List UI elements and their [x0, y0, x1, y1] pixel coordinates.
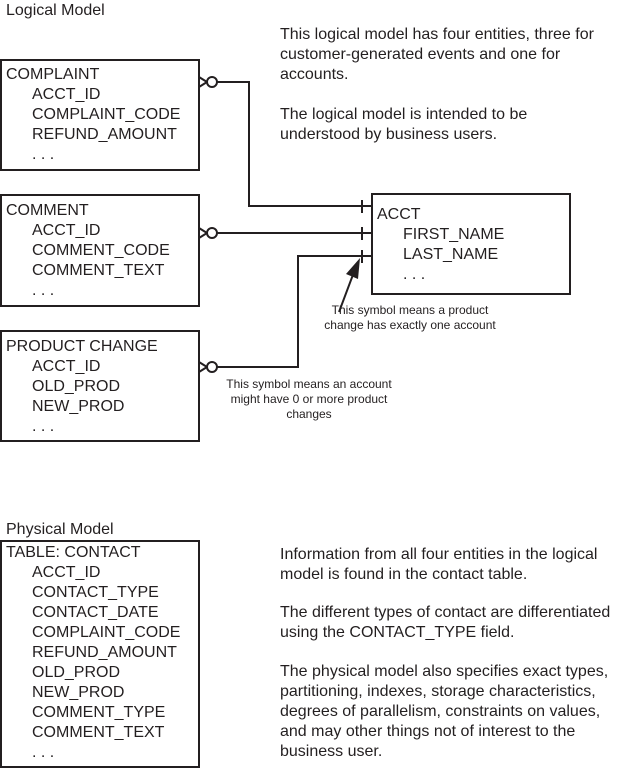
annotation-exactly-one: This symbol means a product change has e…	[324, 303, 496, 332]
entity-attribute: OLD_PROD	[32, 378, 121, 395]
logical-description-2: The logical model is intended to be unde…	[280, 106, 528, 143]
table-column: ACCT_ID	[32, 564, 101, 581]
relationship-comment-acct	[198, 227, 372, 240]
table-column: COMMENT_TEXT	[32, 724, 165, 741]
entity-attribute: COMMENT_CODE	[32, 242, 170, 259]
entity-complaint: COMPLAINT ACCT_ID COMPLAINT_CODE REFUND_…	[0, 59, 200, 171]
crow-foot-icon	[198, 76, 208, 83]
entity-comment: COMMENT ACCT_ID COMMENT_CODE COMMENT_TEX…	[0, 194, 200, 307]
entity-attribute-ellipsis: . . .	[403, 266, 426, 283]
table-column: NEW_PROD	[32, 684, 125, 701]
table-name: TABLE: CONTACT	[6, 544, 141, 561]
physical-description-1: Information from all four entities in th…	[280, 546, 598, 583]
table-column: OLD_PROD	[32, 664, 121, 681]
entity-attribute: ACCT_ID	[32, 222, 101, 239]
physical-description-3: The physical model also specifies exact …	[280, 663, 609, 760]
entity-attribute-ellipsis: . . .	[32, 146, 55, 163]
logical-model-title: Logical Model	[6, 2, 105, 19]
physical-description-2: The different types of contact are diffe…	[280, 604, 611, 641]
entity-attribute: COMPLAINT_CODE	[32, 106, 181, 123]
connector-line	[216, 255, 372, 368]
entity-attribute: ACCT_ID	[32, 358, 101, 375]
table-contact: TABLE: CONTACT ACCT_ID CONTACT_TYPE CONT…	[0, 540, 200, 768]
entity-name: COMPLAINT	[6, 66, 100, 83]
entity-acct: ACCT FIRST_NAME LAST_NAME . . .	[371, 193, 571, 295]
zero-circle-icon	[206, 227, 218, 239]
zero-circle-icon	[206, 361, 218, 373]
connector-line	[216, 81, 372, 207]
table-column: CONTACT_DATE	[32, 604, 159, 621]
physical-model-title: Physical Model	[6, 521, 114, 538]
entity-name: ACCT	[377, 206, 421, 223]
table-column-ellipsis: . . .	[32, 744, 55, 761]
entity-product-change: PRODUCT CHANGE ACCT_ID OLD_PROD NEW_PROD…	[0, 330, 200, 442]
entity-attribute: COMMENT_TEXT	[32, 262, 165, 279]
crow-foot-icon	[198, 227, 208, 234]
annotation-arrow-icon	[338, 258, 360, 313]
relationship-complaint-acct	[198, 76, 372, 213]
relationship-product-change-acct	[198, 250, 372, 373]
table-column: COMMENT_TYPE	[32, 704, 166, 721]
zero-circle-icon	[206, 76, 218, 88]
table-column: REFUND_AMOUNT	[32, 644, 177, 661]
entity-name: PRODUCT CHANGE	[6, 338, 158, 355]
entity-name: COMMENT	[6, 202, 89, 219]
entity-attribute: NEW_PROD	[32, 398, 125, 415]
logical-description-1: This logical model has four entities, th…	[280, 26, 594, 83]
annotation-zero-or-more: This symbol means an account might have …	[226, 377, 392, 421]
entity-attribute: FIRST_NAME	[403, 226, 505, 243]
entity-attribute-ellipsis: . . .	[32, 418, 55, 435]
crow-foot-icon	[198, 361, 208, 368]
entity-attribute: LAST_NAME	[403, 246, 499, 263]
entity-attribute-ellipsis: . . .	[32, 282, 55, 299]
table-column: CONTACT_TYPE	[32, 584, 159, 601]
table-column: COMPLAINT_CODE	[32, 624, 181, 641]
entity-attribute: ACCT_ID	[32, 86, 101, 103]
entity-attribute: REFUND_AMOUNT	[32, 126, 177, 143]
